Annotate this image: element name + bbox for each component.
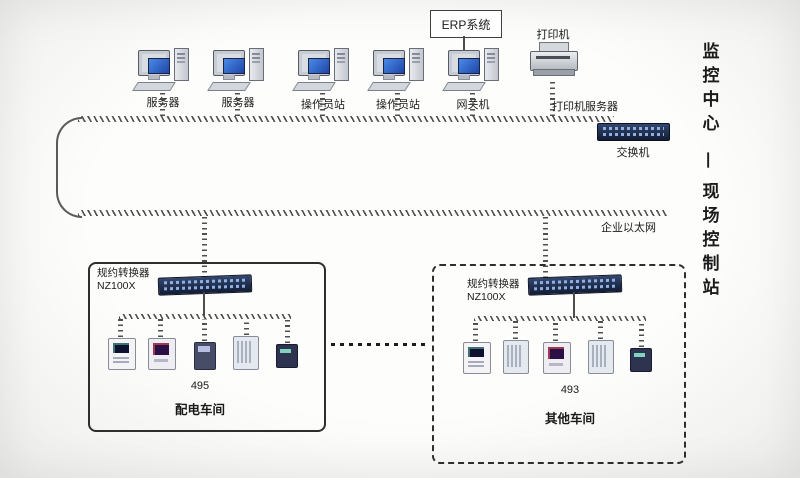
pc-tower-icon (334, 48, 349, 81)
device-drop (202, 319, 207, 341)
device-bus-right (474, 316, 646, 321)
device-drop (639, 321, 644, 347)
caption-divider: 一 (697, 151, 715, 169)
switch-icon (597, 123, 670, 141)
power-meter-icon (543, 342, 571, 374)
printer-drop-line (550, 78, 555, 116)
device-bus-left (119, 314, 291, 319)
device-drop (285, 319, 290, 343)
hub-feeder-line (203, 292, 205, 316)
side-captions: 监控中心 一 现场控制站 (694, 42, 724, 302)
monitor-icon (373, 50, 405, 76)
io-module-icon (588, 340, 614, 374)
gateway-workstation-icon (442, 48, 502, 92)
keyboard-icon (292, 82, 336, 91)
converter-model: NZ100X (467, 291, 506, 303)
drop-line (235, 91, 240, 116)
server-workstation-icon (132, 48, 192, 92)
drop-line (320, 91, 325, 116)
device-drop (553, 321, 558, 341)
power-meter-icon (108, 338, 136, 370)
pc-tower-icon (409, 48, 424, 81)
printer-icon (530, 42, 578, 76)
pc-tower-icon (174, 48, 189, 81)
device-drop (158, 319, 163, 337)
io-module-icon (233, 336, 259, 370)
controller-unit-icon (276, 344, 298, 368)
operator-workstation-icon (367, 48, 427, 92)
hub-icon-left (157, 274, 253, 296)
protocol-converter-label-right: 规约转换器 NZ100X (467, 278, 520, 304)
power-meter-icon (148, 338, 176, 370)
device-drop (473, 321, 478, 341)
workshop-name-right: 其他车间 (544, 412, 595, 426)
monitoring-center-label: 监控中心 (699, 42, 719, 138)
ethernet-bus-top (78, 116, 614, 122)
drop-line (395, 91, 400, 116)
monitor-icon (138, 50, 170, 76)
drop-line-left-group (202, 216, 207, 278)
operator-workstation-icon (292, 48, 352, 92)
device-drop (513, 321, 518, 339)
device-count-right: 493 (560, 384, 580, 396)
pc-tower-icon (484, 48, 499, 81)
device-count-left: 495 (190, 380, 210, 392)
drop-line-right-group (543, 216, 548, 278)
controller-unit-icon (630, 348, 652, 372)
device-drop (598, 321, 603, 339)
converter-name: 规约转换器 (467, 278, 520, 290)
device-drop (118, 319, 123, 337)
continuation-dotted-line (331, 343, 430, 346)
printer-label: 打印机 (536, 29, 570, 41)
erp-system-label: ERP系统 (441, 17, 491, 32)
field-control-station-label: 现场控制站 (699, 182, 719, 302)
hub-feeder-line (573, 292, 575, 318)
ethernet-bus-bottom (78, 210, 668, 216)
workshop-name-left: 配电车间 (174, 403, 225, 417)
converter-model: NZ100X (97, 280, 136, 292)
relay-unit-icon (194, 342, 216, 370)
distribution-workshop-box (88, 262, 326, 432)
drop-line (470, 91, 475, 116)
drop-line (160, 91, 165, 116)
pc-tower-icon (249, 48, 264, 81)
device-drop (244, 319, 249, 335)
keyboard-icon (132, 82, 176, 91)
ethernet-bus-loop (56, 117, 82, 218)
power-meter-icon (463, 342, 491, 374)
monitor-icon (213, 50, 245, 76)
keyboard-icon (442, 82, 486, 91)
print-server-label: 打印机服务器 (552, 101, 618, 113)
switch-label: 交换机 (616, 147, 650, 159)
keyboard-icon (367, 82, 411, 91)
other-workshop-box (432, 264, 686, 464)
converter-name: 规约转换器 (97, 267, 150, 279)
erp-system-box: ERP系统 (430, 10, 502, 38)
erp-to-gateway-line (463, 36, 465, 52)
keyboard-icon (207, 82, 251, 91)
io-module-icon (503, 340, 529, 374)
server-workstation-icon (207, 48, 267, 92)
hub-icon-right (527, 274, 623, 296)
monitor-icon (298, 50, 330, 76)
protocol-converter-label-left: 规约转换器 NZ100X (97, 267, 150, 293)
ethernet-label: 企业以太网 (601, 222, 656, 234)
monitor-icon (448, 50, 480, 76)
